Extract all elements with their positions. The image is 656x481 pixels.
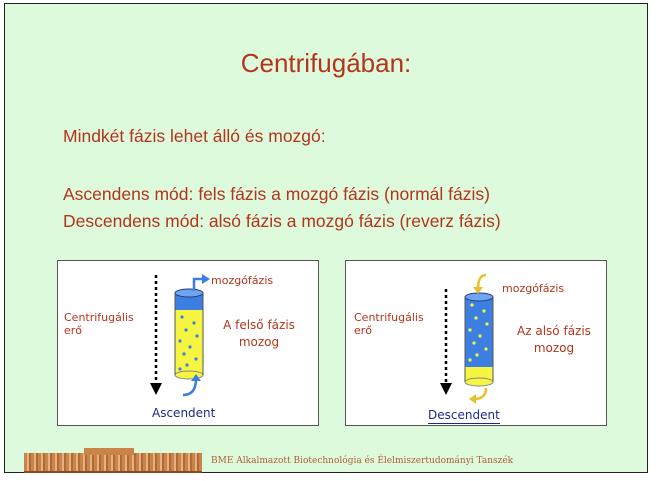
slide: Centrifugában: Mindkét fázis lehet álló … <box>4 3 648 473</box>
intro-line: Mindkét fázis lehet álló és mozgó: <box>63 126 326 146</box>
slide-title: Centrifugában: <box>240 48 412 78</box>
descending-line: Descendens mód: alsó fázis a mozgó fázis… <box>63 211 501 231</box>
centrifugal-force-label: Centrifugális erő <box>64 311 134 337</box>
ascendent-caption: Ascendent <box>152 406 216 420</box>
outflow-arrow <box>192 277 202 291</box>
descendent-caption: Descendent <box>428 408 500 424</box>
centrifugal-force-label: Centrifugális erő <box>354 311 424 337</box>
blue-phase <box>175 293 203 310</box>
bubbles <box>178 315 199 371</box>
lower-phase-label: Az alsó fázis mozog <box>517 324 591 355</box>
footer-text: BME Alkalmazott Biotechnológia és Élelmi… <box>211 456 514 466</box>
yellow-phase <box>175 310 203 375</box>
inflow-arrow <box>182 378 198 397</box>
ascendent-panel: mozgófázis Centrifugális erő A felső fáz… <box>57 260 319 426</box>
university-building-logo <box>24 448 202 473</box>
footer: BME Alkalmazott Biotechnológia és Élelmi… <box>4 448 648 473</box>
ascending-line: Ascendens mód: fels fázis a mozgó fázis … <box>63 184 490 204</box>
mobile-phase-label: mozgófázis <box>502 282 565 295</box>
ascendent-diagram <box>150 274 210 397</box>
descendent-diagram <box>440 273 494 404</box>
descendent-panel: mozgófázis Centrifugális erő Az alsó fáz… <box>345 260 607 426</box>
force-arrow-head <box>150 383 162 395</box>
upper-phase-label: A felső fázis mozog <box>223 318 295 349</box>
mobile-phase-label: mozgófázis <box>211 274 274 287</box>
